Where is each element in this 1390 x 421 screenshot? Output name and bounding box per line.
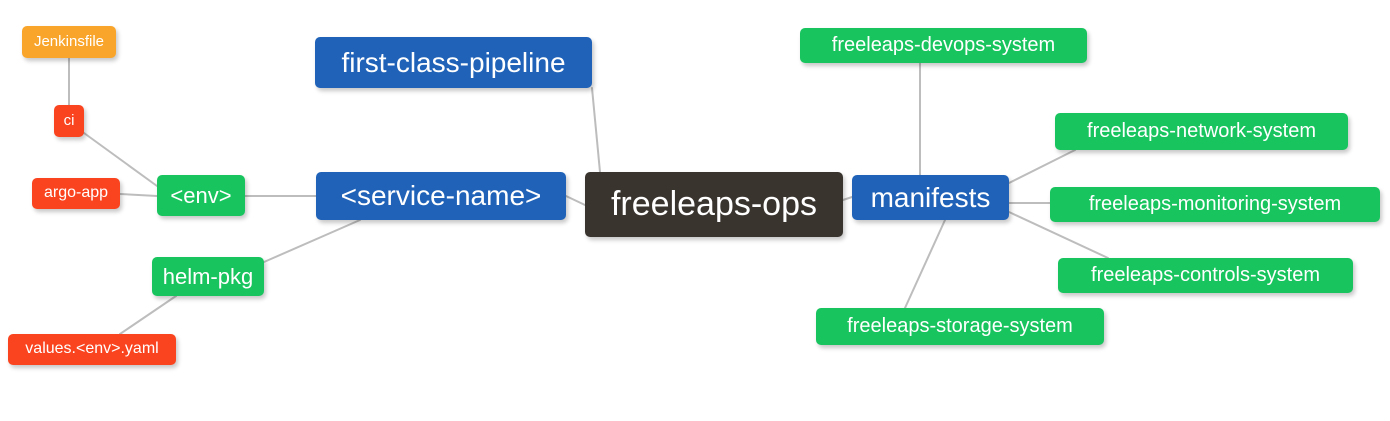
edge-manifests-to-network xyxy=(1008,149,1076,184)
node-devops[interactable]: freeleaps-devops-system xyxy=(800,28,1087,63)
node-label-pipeline: first-class-pipeline xyxy=(341,46,566,78)
node-label-argo: argo-app xyxy=(43,184,109,202)
node-label-devops: freeleaps-devops-system xyxy=(831,34,1056,56)
node-pipeline[interactable]: first-class-pipeline xyxy=(315,37,592,88)
node-label-network: freeleaps-network-system xyxy=(1087,120,1316,142)
node-label-monitoring: freeleaps-monitoring-system xyxy=(1088,193,1342,215)
node-label-service: <service-name> xyxy=(340,180,542,212)
node-label-jenkins: Jenkinsfile xyxy=(33,33,105,51)
node-values[interactable]: values.<env>.yaml xyxy=(8,334,176,365)
node-label-storage: freeleaps-storage-system xyxy=(847,315,1073,337)
node-label-helm: helm-pkg xyxy=(162,263,254,289)
node-network[interactable]: freeleaps-network-system xyxy=(1055,113,1348,150)
edge-root-to-service xyxy=(565,195,586,206)
edge-root-to-manifests xyxy=(842,196,853,201)
node-label-env: <env> xyxy=(170,182,232,208)
node-label-controls: freeleaps-controls-system xyxy=(1091,264,1320,286)
edge-helm-to-values xyxy=(119,295,177,335)
node-monitoring[interactable]: freeleaps-monitoring-system xyxy=(1050,187,1380,222)
node-ci[interactable]: ci xyxy=(54,105,84,137)
node-manifests[interactable]: manifests xyxy=(852,175,1009,220)
node-storage[interactable]: freeleaps-storage-system xyxy=(816,308,1104,345)
edge-manifests-to-storage xyxy=(904,219,946,309)
node-label-manifests: manifests xyxy=(870,181,991,213)
node-jenkins[interactable]: Jenkinsfile xyxy=(22,26,116,58)
node-argo[interactable]: argo-app xyxy=(32,178,120,209)
edge-root-to-pipeline xyxy=(591,87,601,173)
node-env[interactable]: <env> xyxy=(157,175,245,216)
node-root[interactable]: freeleaps-ops xyxy=(585,172,843,237)
node-label-values: values.<env>.yaml xyxy=(25,340,159,358)
edge-service-to-helm xyxy=(263,219,361,263)
node-service[interactable]: <service-name> xyxy=(316,172,566,220)
edge-env-to-argo xyxy=(119,193,158,197)
node-label-ci: ci xyxy=(63,112,75,130)
node-controls[interactable]: freeleaps-controls-system xyxy=(1058,258,1353,293)
node-label-root: freeleaps-ops xyxy=(610,184,817,223)
node-helm[interactable]: helm-pkg xyxy=(152,257,264,296)
